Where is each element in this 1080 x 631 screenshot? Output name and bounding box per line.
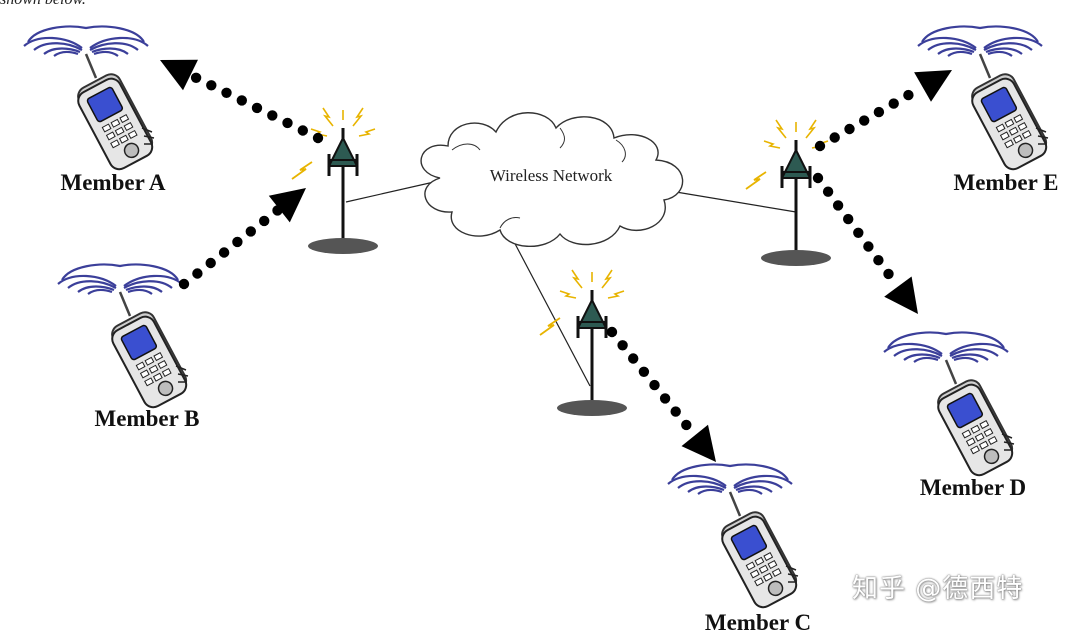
arrow-member-b-to-tower1 — [178, 188, 306, 290]
handset-a — [22, 25, 159, 174]
base-station-2 — [539, 268, 629, 418]
link-tower-3 — [675, 191, 797, 213]
handset-c — [666, 463, 803, 612]
network-label: Wireless Network — [490, 166, 613, 185]
transmission-arrows — [160, 59, 952, 462]
handset-d — [882, 331, 1019, 480]
watermark: 知乎 @德西特 — [852, 574, 1024, 604]
member-e-label: Member E — [954, 170, 1059, 195]
member-d-label: Member D — [920, 475, 1026, 500]
link-tower-2 — [511, 237, 591, 387]
wireless-network-cloud: Wireless Network — [420, 112, 684, 247]
arrow-tower3-to-member-e — [814, 70, 952, 152]
arrowhead — [681, 424, 716, 462]
caption-text: shown below. — [0, 0, 86, 9]
arrow-tower1-to-member-a — [160, 59, 324, 144]
member-b-label: Member B — [95, 406, 200, 431]
arrow-tower3-to-member-d — [812, 172, 918, 314]
handset-b — [56, 263, 193, 412]
member-c-label: Member C — [705, 610, 811, 631]
network-links — [345, 181, 797, 387]
arrowhead — [268, 188, 306, 223]
arrowhead — [160, 59, 198, 91]
arrowhead — [914, 70, 952, 102]
link-tower-1 — [345, 181, 435, 203]
handset-e — [916, 25, 1053, 174]
member-a-label: Member A — [61, 170, 166, 195]
arrow-tower2-to-member-c — [606, 326, 716, 462]
arrowhead — [884, 276, 918, 314]
